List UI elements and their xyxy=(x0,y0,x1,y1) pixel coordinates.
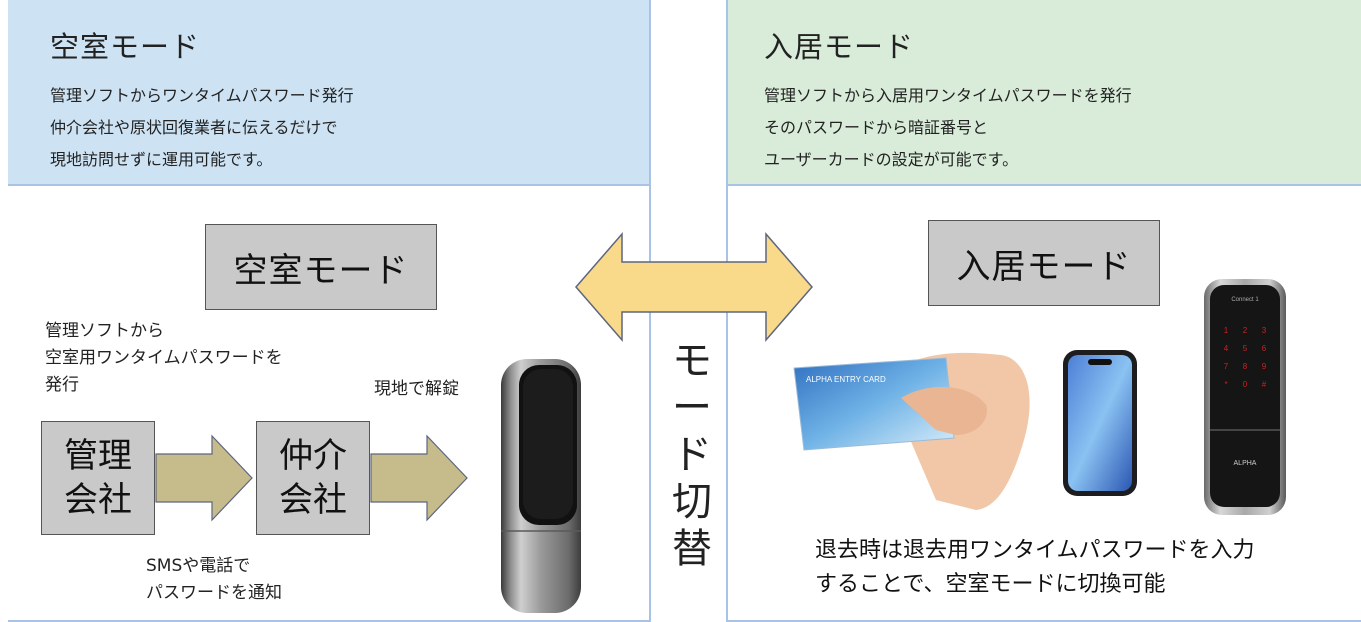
mode-switch-label: モ ー ド 切 替 xyxy=(664,338,720,573)
mode-switch-char: 切 xyxy=(672,479,712,525)
exit-note: 退去時は退去用ワンタイムパスワードを入力 することで、空室モードに切換可能 xyxy=(815,534,1255,602)
keypad-key: 2 xyxy=(1243,326,1248,335)
keypad-key: # xyxy=(1262,380,1267,389)
mode-switch-char: モ xyxy=(672,338,712,384)
occupied-desc-line: 管理ソフトから入居用ワンタイムパスワードを発行 xyxy=(764,86,1132,105)
sms-note-line: SMSや電話で xyxy=(146,556,251,576)
keypad-key: 4 xyxy=(1224,344,1229,353)
flow-arrow-management-to-agency xyxy=(155,434,253,522)
flow-arrow-agency-to-lock xyxy=(370,434,468,522)
keypad-key: 9 xyxy=(1262,362,1267,371)
smart-lock-image-vacant xyxy=(501,359,581,613)
management-company-label: 会社 xyxy=(64,480,132,520)
keypad: 1 2 3 4 5 6 7 8 9 * 0 # xyxy=(1224,326,1267,389)
keypad-key: 1 xyxy=(1224,326,1229,335)
vacant-mode-title: 空室モード xyxy=(50,30,201,64)
agency-company-label: 仲介 xyxy=(279,436,347,476)
unlock-note: 現地で解錠 xyxy=(374,379,459,399)
mode-switch-char: ー xyxy=(672,385,712,431)
vacant-desc-line: 管理ソフトからワンタイムパスワード発行 xyxy=(50,86,354,105)
exit-note-line: 退去時は退去用ワンタイムパスワードを入力 xyxy=(815,538,1255,563)
sms-note-line: パスワードを通知 xyxy=(146,583,282,603)
issue-note-line: 空室用ワンタイムパスワードを xyxy=(45,348,283,368)
lock-brand-text: ALPHA xyxy=(1234,460,1257,467)
occupied-desc-line: そのパスワードから暗証番号と xyxy=(764,118,989,137)
issue-note: 管理ソフトから 空室用ワンタイムパスワードを 発行 xyxy=(45,318,283,399)
vacant-mode-box: 空室モード xyxy=(205,224,437,310)
occupied-mode-box: 入居モード xyxy=(928,220,1160,306)
occupied-mode-description: 管理ソフトから入居用ワンタイムパスワードを発行 そのパスワードから暗証番号と ユ… xyxy=(764,80,1132,176)
lock-model-text: Connect 1 xyxy=(1231,297,1259,303)
management-company-box: 管理 会社 xyxy=(41,421,155,535)
vacant-desc-line: 仲介会社や原状回復業者に伝えるだけで xyxy=(50,118,338,137)
keypad-key: * xyxy=(1224,380,1227,389)
mode-switch-char: 替 xyxy=(672,526,712,572)
exit-note-line: することで、空室モードに切換可能 xyxy=(815,572,1166,597)
keypad-key: 0 xyxy=(1243,380,1248,389)
keypad-key: 3 xyxy=(1262,326,1267,335)
smart-lock-image-occupied: Connect 1 1 2 3 4 5 6 7 8 9 * 0 # ALPHA xyxy=(1204,279,1286,515)
vacant-mode-panel: 空室モード 管理ソフトからワンタイムパスワード発行 仲介会社や原状回復業者に伝え… xyxy=(8,0,651,622)
vacant-mode-description: 管理ソフトからワンタイムパスワード発行 仲介会社や原状回復業者に伝えるだけで 現… xyxy=(50,80,354,176)
agency-company-box: 仲介 会社 xyxy=(256,421,370,535)
entry-card-text: ALPHA ENTRY CARD xyxy=(806,375,886,384)
vacant-mode-header: 空室モード 管理ソフトからワンタイムパスワード発行 仲介会社や原状回復業者に伝え… xyxy=(8,0,649,186)
smartphone-image xyxy=(1063,350,1137,496)
issue-note-line: 発行 xyxy=(45,375,79,395)
issue-note-line: 管理ソフトから xyxy=(45,321,164,341)
keypad-key: 7 xyxy=(1224,362,1229,371)
mode-switch-double-arrow xyxy=(575,231,813,343)
occupied-mode-header: 入居モード 管理ソフトから入居用ワンタイムパスワードを発行 そのパスワードから暗… xyxy=(728,0,1361,186)
keypad-key: 6 xyxy=(1262,344,1267,353)
mode-switch-char: ド xyxy=(672,432,712,478)
keypad-key: 5 xyxy=(1243,344,1248,353)
entry-card-image: ALPHA ENTRY CARD xyxy=(793,352,1030,510)
management-company-label: 管理 xyxy=(64,436,132,476)
occupied-desc-line: ユーザーカードの設定が可能です。 xyxy=(764,150,1019,169)
sms-note: SMSや電話で パスワードを通知 xyxy=(146,553,282,607)
vacant-desc-line: 現地訪問せずに運用可能です。 xyxy=(50,150,273,169)
agency-company-label: 会社 xyxy=(279,480,347,520)
occupied-mode-title: 入居モード xyxy=(764,30,915,64)
keypad-key: 8 xyxy=(1243,362,1248,371)
